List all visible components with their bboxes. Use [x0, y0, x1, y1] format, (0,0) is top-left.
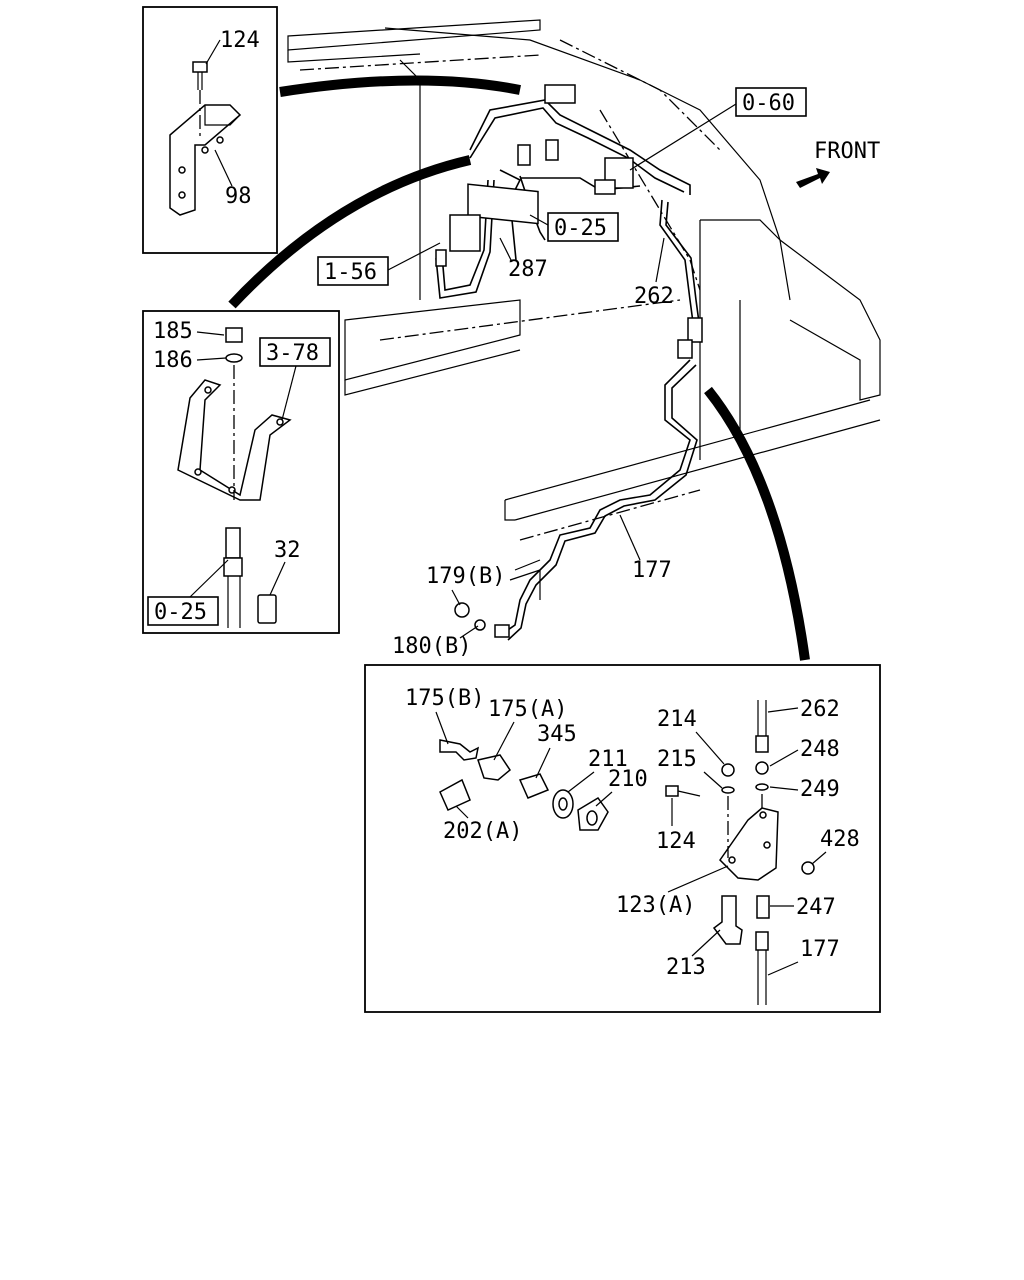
- label-262: 262: [634, 284, 674, 309]
- ref-box-0-60: [735, 87, 807, 117]
- ref-3-78: 3-78: [266, 341, 319, 366]
- label-32: 32: [274, 538, 301, 563]
- valve-1-56-fitting: [435, 249, 447, 267]
- label-179b: 179(B): [426, 564, 505, 589]
- label-123a: 123(A): [616, 893, 695, 918]
- union-fitting-b: [545, 139, 559, 161]
- label-345: 345: [537, 722, 577, 747]
- callout-arc-right: [704, 386, 810, 661]
- mount-plate: [467, 183, 539, 225]
- label-98: 98: [225, 184, 252, 209]
- label-177: 177: [632, 558, 672, 583]
- ref-0-25-left: 0-25: [154, 600, 207, 625]
- ref-box-0-25-left: [147, 596, 219, 626]
- ref-1-56: 1-56: [324, 260, 377, 285]
- label-248: 248: [800, 737, 840, 762]
- bracket-98-drawing: [169, 61, 242, 216]
- label-247: 247: [796, 895, 836, 920]
- inset-bracket-3-78: [142, 310, 340, 634]
- label-175b: 175(B): [405, 686, 484, 711]
- label-175a: 175(A): [488, 697, 567, 722]
- callout-arc-left: [228, 155, 472, 309]
- ref-box-0-25-top: [547, 212, 619, 242]
- label-180b: 180(B): [392, 634, 471, 659]
- junction-tee: [677, 339, 693, 359]
- label-287: 287: [508, 257, 548, 282]
- union-fitting-a: [517, 144, 531, 166]
- valve-1-56: [449, 214, 481, 252]
- washer-180b: [474, 619, 486, 631]
- label-214: 214: [657, 707, 697, 732]
- front-label: FRONT: [814, 139, 880, 164]
- junction-fitting: [687, 317, 703, 343]
- bracket-3-78-drawing: [177, 327, 292, 628]
- label-249: 249: [800, 777, 840, 802]
- inset-bracket-98: [142, 6, 278, 254]
- label-186: 186: [153, 348, 193, 373]
- label-202a: 202(A): [443, 819, 522, 844]
- ref-box-1-56: [317, 256, 389, 286]
- label-213: 213: [666, 955, 706, 980]
- ref-0-25-top: 0-25: [554, 216, 607, 241]
- callout-arc-top: [279, 75, 521, 97]
- label-262-br: 262: [800, 697, 840, 722]
- nut-179b: [454, 602, 470, 618]
- label-124-br: 124: [656, 829, 696, 854]
- main-fittings: [435, 84, 703, 638]
- valve-fitting: [594, 179, 616, 195]
- upper-bracket: [544, 84, 576, 104]
- front-arrow-icon: [796, 168, 830, 188]
- label-215: 215: [657, 747, 697, 772]
- label-428: 428: [820, 827, 860, 852]
- label-210: 210: [608, 767, 648, 792]
- label-124-tl: 124: [220, 28, 260, 53]
- ref-0-60: 0-60: [742, 91, 795, 116]
- label-185: 185: [153, 319, 193, 344]
- label-177-br: 177: [800, 937, 840, 962]
- ref-box-3-78: [259, 337, 331, 367]
- junction-detail-drawing: [439, 700, 815, 1005]
- pipe-end-fitting: [494, 624, 510, 638]
- label-211: 211: [588, 747, 628, 772]
- inset-junction-detail: [364, 664, 881, 1013]
